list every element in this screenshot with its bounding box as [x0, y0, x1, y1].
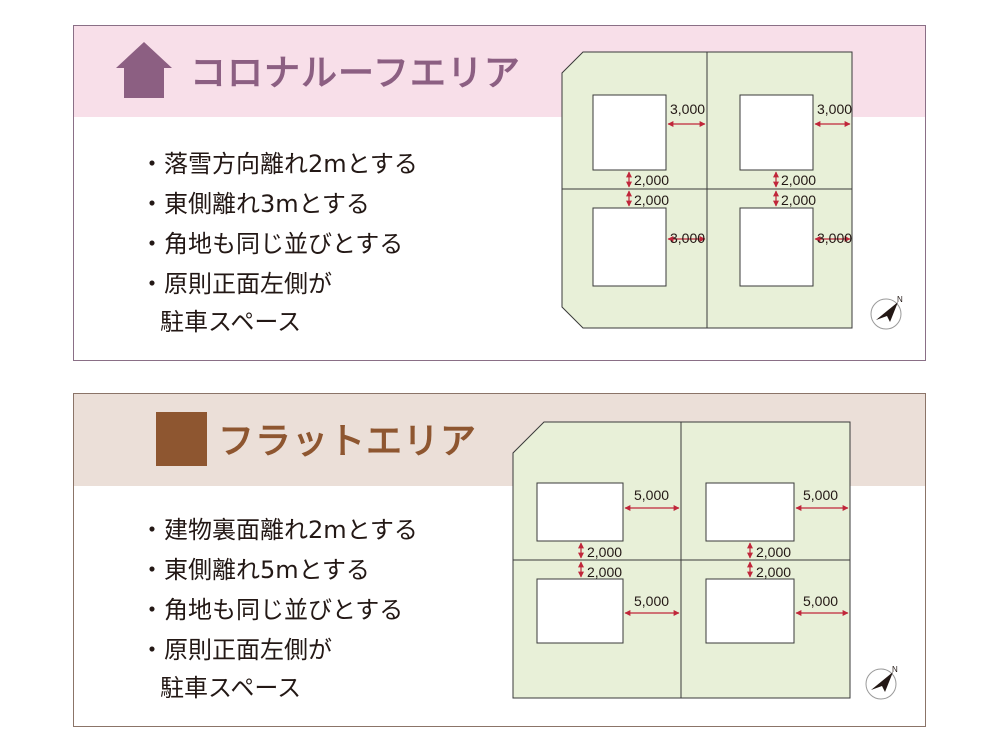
east-setback-label: 3,000 — [670, 230, 705, 246]
north-arrow-icon: N — [870, 295, 903, 330]
gap-label: 2,000 — [756, 544, 791, 560]
east-setback-label: 3,000 — [670, 101, 705, 117]
rule-item: ・落雪方向離れ2mとする — [140, 150, 418, 178]
east-setback-label: 5,000 — [634, 593, 669, 609]
north-label: N — [897, 295, 903, 304]
section-title: コロナルーフエリア — [190, 53, 521, 94]
east-setback-label: 5,000 — [803, 593, 838, 609]
gap-label: 2,000 — [756, 564, 791, 580]
gap-label: 2,000 — [587, 564, 622, 580]
gap-label: 2,000 — [781, 172, 816, 188]
corona-roof-panel: コロナルーフエリア ・落雪方向離れ2mとする ・東側離れ3mとする ・角地も同じ… — [73, 25, 926, 361]
gap-label: 2,000 — [634, 172, 669, 188]
building-footprint — [592, 207, 667, 287]
rule-item: ・東側離れ3mとする — [140, 190, 370, 218]
rule-list: ・落雪方向離れ2mとする ・東側離れ3mとする ・角地も同じ並びとする ・原則正… — [140, 144, 418, 340]
rule-item: 駐車スペース — [160, 674, 302, 702]
building-footprint — [705, 578, 795, 644]
rule-item: 駐車スペース — [160, 308, 302, 336]
rule-item: ・東側離れ5mとする — [140, 556, 370, 584]
rule-item: ・原則正面左側が — [140, 270, 332, 298]
building-footprint — [536, 482, 624, 542]
building-footprint — [592, 94, 667, 171]
rule-item: ・角地も同じ並びとする — [140, 596, 404, 624]
rule-item: ・建物裏面離れ2mとする — [140, 516, 418, 544]
building-footprint — [739, 207, 814, 287]
north-label: N — [892, 665, 898, 674]
flat-roof-icon — [156, 412, 207, 466]
lot-layout-diagram: 3,000 3,000 3,000 3,000 2,000 2,000 2,00… — [561, 51, 853, 329]
building-footprint — [739, 94, 814, 171]
east-setback-label: 5,000 — [803, 487, 838, 503]
building-footprint — [705, 482, 795, 542]
gap-label: 2,000 — [634, 192, 669, 208]
north-arrow-icon: N — [865, 665, 898, 700]
flat-roof-panel: フラットエリア ・建物裏面離れ2mとする ・東側離れ5mとする ・角地も同じ並び… — [73, 393, 926, 727]
house-icon — [116, 42, 172, 98]
gap-label: 2,000 — [587, 544, 622, 560]
east-setback-label: 3,000 — [817, 101, 852, 117]
east-setback-label: 3,000 — [817, 230, 852, 246]
lot-layout-diagram: 5,000 5,000 5,000 5,000 2,000 2,000 2,00… — [512, 421, 851, 699]
east-setback-label: 5,000 — [634, 487, 669, 503]
gap-label: 2,000 — [781, 192, 816, 208]
section-title: フラットエリア — [218, 421, 478, 462]
building-footprint — [536, 578, 624, 644]
rule-item: ・角地も同じ並びとする — [140, 230, 404, 258]
rule-item: ・原則正面左側が — [140, 636, 332, 664]
rule-list: ・建物裏面離れ2mとする ・東側離れ5mとする ・角地も同じ並びとする ・原則正… — [140, 510, 418, 706]
